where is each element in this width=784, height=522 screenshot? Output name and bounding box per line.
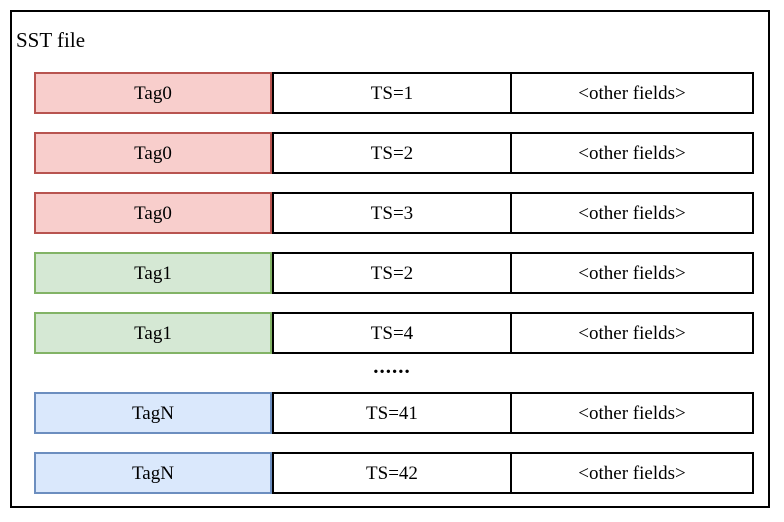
tag-cell: TagN	[34, 452, 272, 494]
other-fields-cell: <other fields>	[510, 452, 754, 494]
record-row: Tag0 TS=3 <other fields>	[34, 192, 754, 234]
other-fields-cell: <other fields>	[510, 252, 754, 294]
record-row: Tag1 TS=2 <other fields>	[34, 252, 754, 294]
record-row: Tag0 TS=1 <other fields>	[34, 72, 754, 114]
ellipsis: ......	[373, 353, 411, 378]
other-fields-cell: <other fields>	[510, 192, 754, 234]
ts-cell: TS=1	[272, 72, 512, 114]
ts-cell: TS=2	[272, 132, 512, 174]
record-row: Tag0 TS=2 <other fields>	[34, 132, 754, 174]
record-row: Tag1 TS=4 <other fields>	[34, 312, 754, 354]
tag-cell: Tag1	[34, 312, 272, 354]
ts-cell: TS=41	[272, 392, 512, 434]
record-row: TagN TS=42 <other fields>	[34, 452, 754, 494]
sst-file-title: SST file	[16, 28, 86, 52]
other-fields-cell: <other fields>	[510, 72, 754, 114]
ts-cell: TS=2	[272, 252, 512, 294]
other-fields-cell: <other fields>	[510, 392, 754, 434]
other-fields-cell: <other fields>	[510, 312, 754, 354]
tag-cell: Tag0	[34, 72, 272, 114]
tag-cell: TagN	[34, 392, 272, 434]
tag-cell: Tag0	[34, 132, 272, 174]
record-row: TagN TS=41 <other fields>	[34, 392, 754, 434]
tag-cell: Tag1	[34, 252, 272, 294]
sst-file-box: SST file Tag0 TS=1 <other fields> Tag0 T…	[10, 10, 770, 508]
other-fields-cell: <other fields>	[510, 132, 754, 174]
tag-cell: Tag0	[34, 192, 272, 234]
ts-cell: TS=3	[272, 192, 512, 234]
ts-cell: TS=4	[272, 312, 512, 354]
ts-cell: TS=42	[272, 452, 512, 494]
